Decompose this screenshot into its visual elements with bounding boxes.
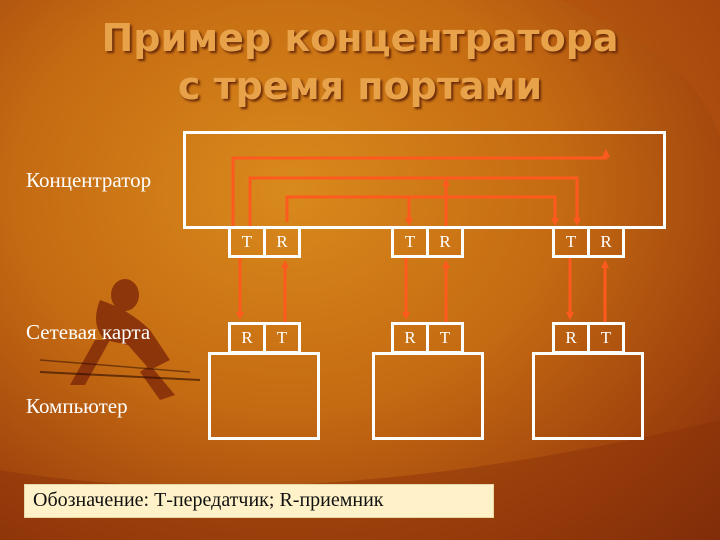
bus-line-middle (248, 176, 581, 226)
bus-line-link (409, 195, 559, 226)
slide-title: Пример концентратора с тремя портами (0, 14, 720, 110)
computer-box-3 (532, 352, 644, 440)
label-computer: Компьютер (26, 394, 128, 418)
legend-note: Обозначение: Т-передатчик; R-приемник (24, 484, 494, 518)
hub-port-2-r: R (426, 226, 464, 258)
hub-port-3-r: R (587, 226, 625, 258)
bus-line-top (231, 149, 610, 226)
hub-port-1-r: R (263, 226, 301, 258)
label-hub: Концентратор (26, 168, 152, 192)
title-line-2: с тремя портами (177, 64, 543, 108)
computer-box-1 (208, 352, 320, 440)
bus-line-lower (285, 195, 413, 226)
computer-box-2 (372, 352, 484, 440)
title-line-1: Пример концентратора (101, 16, 619, 60)
label-nic: Сетевая карта (26, 320, 151, 344)
